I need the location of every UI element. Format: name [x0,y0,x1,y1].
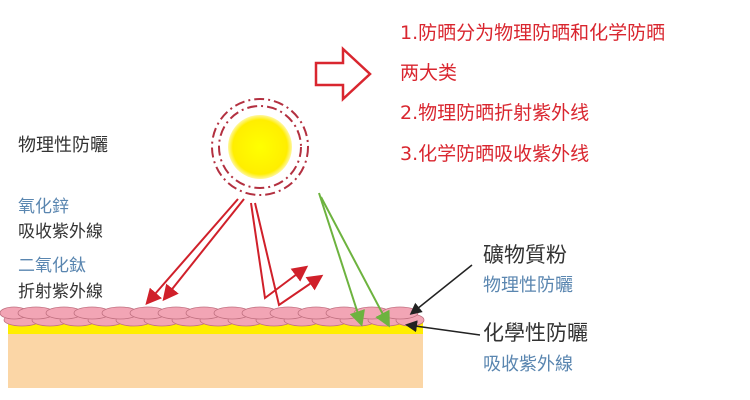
titanium-effect-label: 折射紫外線 [18,282,103,302]
red-uv-rays [145,198,324,307]
right-arrow-icon [314,46,372,102]
pointer-arrows [405,264,481,336]
skin-cross-section [0,306,425,388]
physical-sunscreen-title: 物理性防曬 [18,135,108,156]
titanium-dioxide-label: 二氧化鈦 [18,256,86,276]
chemical-effect-label: 吸收紫外線 [483,354,573,375]
note-line-2: 2.物理防晒折射紫外线 [400,102,590,124]
sun-icon [211,98,309,196]
note-line-3: 3.化学防晒吸收紫外线 [400,143,590,165]
chemical-sunscreen-label: 化學性防曬 [483,321,588,345]
green-uv-rays [318,192,390,328]
zinc-effect-label: 吸收紫外線 [18,222,103,242]
zinc-oxide-label: 氧化鋅 [18,197,69,217]
note-line-1: 1.防晒分为物理防晒和化学防晒 [400,22,666,44]
mineral-powder-label: 礦物質粉 [483,243,567,267]
note-line-1b: 两大类 [400,62,458,84]
physical-label: 物理性防曬 [483,275,573,296]
